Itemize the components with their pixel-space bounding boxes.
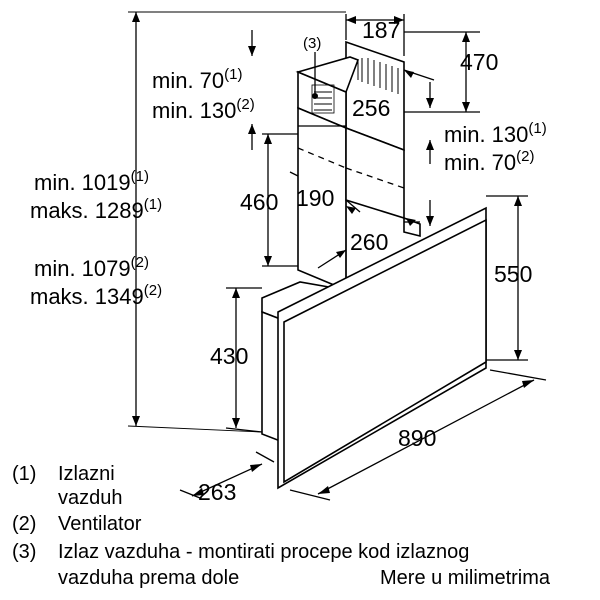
legend-item-3-number: (3) [12, 541, 36, 563]
legend-item-3-line-1: Izlaz vazduha - montirati procepe kod iz… [58, 541, 469, 563]
lower-chimney [297, 106, 405, 292]
callout-3-label: (3) [303, 35, 321, 52]
legend-item-1-line-1: Izlazni [58, 463, 115, 485]
dim-460-label: 460 [240, 189, 278, 215]
legend-item-2-number: (2) [12, 513, 36, 535]
dim-890-label: 890 [398, 425, 436, 451]
legend-item-3-line-2: vazduha prema dole [58, 567, 239, 589]
legend-item-1-number: (1) [12, 463, 36, 485]
dim-263-label: 263 [198, 479, 236, 505]
min-130-left-label: min. 130(2) [152, 96, 255, 123]
dimension-lines [127, 11, 547, 501]
dim-256-label: 256 [352, 95, 390, 121]
min-1019-label: min. 1019(1) [34, 168, 149, 195]
dim-263-line [191, 463, 263, 497]
min-70-left-label: min. 70(1) [152, 66, 243, 93]
legend: (1) Izlazni vazduh (2) Ventilator (3) Iz… [12, 463, 551, 589]
dim-890-line [317, 379, 535, 495]
dim-430-label: 430 [210, 343, 248, 369]
min-70-right-label: min. 70(2) [444, 148, 535, 175]
dim-190-label: 190 [296, 185, 334, 211]
maks-1289-label: maks. 1289(1) [30, 196, 162, 223]
min-130-right-label: min. 130(1) [444, 120, 547, 147]
hood-drawing [261, 40, 487, 490]
dim-550-label: 550 [494, 261, 532, 287]
dimension-labels: 187 470 256 190 460 260 550 430 890 263 … [30, 17, 547, 505]
dim-187-label: 187 [362, 17, 400, 43]
maks-1349-label: maks. 1349(2) [30, 282, 162, 309]
legend-item-1-line-2: vazduh [58, 487, 123, 509]
glass-panel [277, 206, 487, 490]
dim-470-label: 470 [460, 49, 498, 75]
upper-chimney [295, 40, 405, 152]
legend-item-2-text: Ventilator [58, 513, 142, 535]
units-note: Mere u milimetrima [380, 567, 551, 589]
min-1079-label: min. 1079(2) [34, 254, 149, 281]
vent-slots [311, 58, 399, 114]
dim-260-label: 260 [350, 229, 388, 255]
